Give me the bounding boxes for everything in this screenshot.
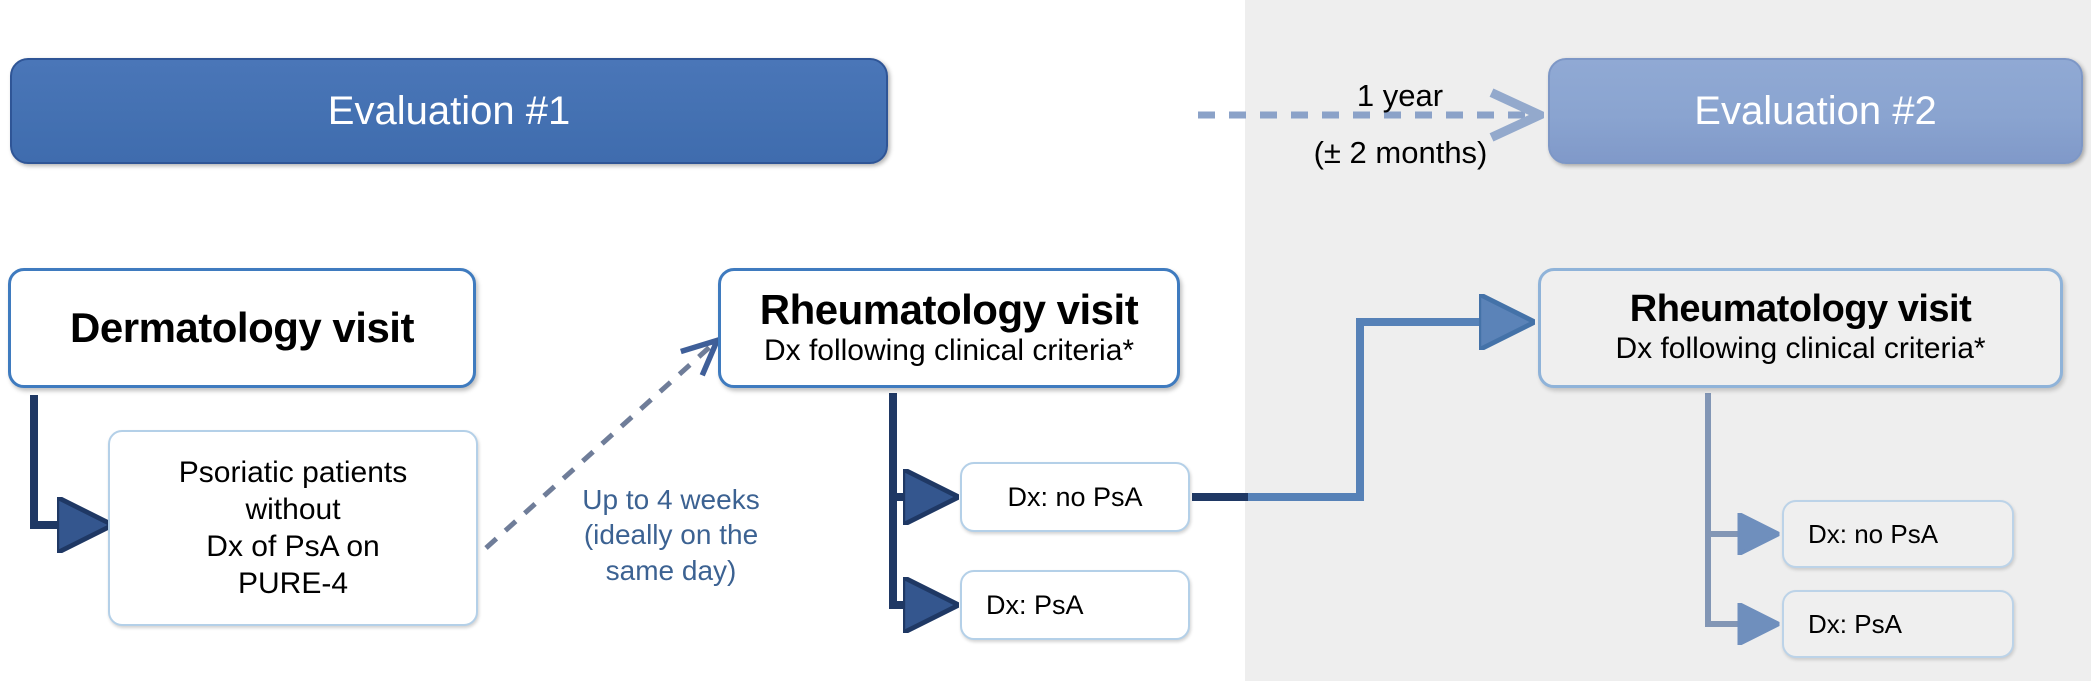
evaluation-1-label: Evaluation #1 [327, 88, 571, 133]
rheum1-to-outcomes-connector [889, 393, 946, 605]
psoriatic-patients-line-4: PURE-4 [237, 567, 349, 601]
visit-delay-note-line-1: Up to 4 weeks [582, 484, 760, 515]
evaluation-2-box: Evaluation #2 [1548, 58, 2083, 164]
rheumatology-visit-1-title: Rheumatology visit [759, 285, 1139, 333]
rheumatology-visit-1-box: Rheumatology visit Dx following clinical… [718, 268, 1180, 388]
outcome-label-no-psa-visit-2: Dx: no PsA [1808, 518, 1939, 549]
dermatology-visit-title: Dermatology visit [70, 303, 414, 351]
visit-delay-note: Up to 4 weeks (ideally on the same day) [566, 482, 776, 588]
timeline-duration-label: 1 year [1356, 78, 1444, 113]
timeline-tolerance-label: (± 2 months) [1313, 135, 1488, 170]
evaluation-1-box: Evaluation #1 [10, 58, 888, 164]
derm-to-patients-connector [30, 395, 100, 525]
visit-delay-note-line-3: same day) [605, 554, 737, 586]
visit-delay-note-line-2: (ideally on the [583, 519, 759, 551]
outcome-label-psa-visit-1: Dx: PsA [986, 589, 1084, 620]
outcome-box-no-psa-visit-2: Dx: no PsA [1782, 500, 2014, 568]
outcome-label-no-psa-visit-1: Dx: no PsA [1007, 481, 1143, 512]
outcome-label-psa-visit-2: Dx: PsA [1808, 608, 1902, 639]
dermatology-visit-box: Dermatology visit [8, 268, 476, 388]
evaluation-2-label: Evaluation #2 [1694, 88, 1937, 133]
rheumatology-visit-2-subtitle: Dx following clinical criteria* [1615, 331, 1986, 365]
rheumatology-visit-2-title: Rheumatology visit [1629, 287, 1972, 330]
rheumatology-visit-2-box: Rheumatology visit Dx following clinical… [1538, 268, 2063, 388]
psoriatic-patients-line-1: Psoriatic patients [178, 455, 408, 489]
psoriatic-patients-line-2: without [245, 492, 341, 526]
psoriatic-patients-line-3: Dx of PsA on [206, 530, 380, 563]
rheumatology-visit-1-subtitle: Dx following clinical criteria* [763, 333, 1135, 367]
outcome-box-psa-visit-1: Dx: PsA [960, 570, 1190, 640]
outcome-box-no-psa-visit-1: Dx: no PsA [960, 462, 1190, 532]
psoriatic-patients-box: Psoriatic patients without Dx of PsA on … [108, 430, 478, 626]
outcome-box-psa-visit-2: Dx: PsA [1782, 590, 2014, 658]
